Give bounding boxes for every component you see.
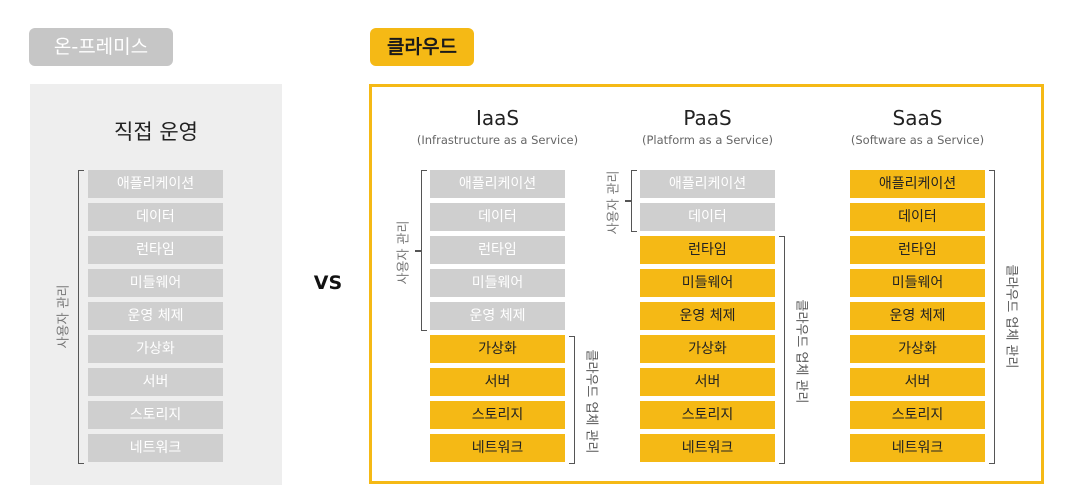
layer-user: 데이터 (88, 203, 223, 231)
layer-prov: 가상화 (850, 335, 985, 363)
layer-prov: 서버 (850, 368, 985, 396)
layer-user: 가상화 (88, 335, 223, 363)
onprem-user-bracket (78, 170, 84, 464)
onprem-user-label: 사용자 관리 (56, 284, 72, 349)
layer-user: 데이터 (430, 203, 565, 231)
paas-subtitle: (Platform as a Service) (641, 133, 774, 147)
vs-label: VS (313, 272, 343, 294)
layer-prov: 네트워크 (850, 434, 985, 462)
iaas-subtitle: (Infrastructure as a Service) (416, 133, 579, 147)
saas-title: SaaS (892, 106, 943, 130)
iaas-user-bracket (421, 170, 427, 331)
cloud-frame (369, 84, 1044, 484)
layer-user: 런타임 (88, 236, 223, 264)
paas-provider-bracket (779, 236, 785, 464)
paas-user-label: 사용자 관리 (606, 170, 622, 235)
layer-prov: 운영 체제 (640, 302, 775, 330)
layer-prov: 운영 체제 (850, 302, 985, 330)
layer-prov: 미들웨어 (640, 269, 775, 297)
layer-prov: 데이터 (850, 203, 985, 231)
saas-provider-bracket (989, 170, 995, 464)
iaas-title: IaaS (475, 106, 520, 130)
layer-prov: 스토리지 (640, 401, 775, 429)
layer-prov: 미들웨어 (850, 269, 985, 297)
layer-prov: 런타임 (640, 236, 775, 264)
layer-prov: 가상화 (640, 335, 775, 363)
saas-provider-label: 클라우드 업체 관리 (1003, 264, 1019, 369)
layer-prov: 가상화 (430, 335, 565, 363)
layer-prov: 서버 (640, 368, 775, 396)
layer-user: 운영 체제 (430, 302, 565, 330)
layer-user: 운영 체제 (88, 302, 223, 330)
cloud-tag: 클라우드 (370, 28, 474, 66)
saas-subtitle: (Software as a Service) (850, 133, 985, 147)
layer-user: 서버 (88, 368, 223, 396)
layer-user: 스토리지 (88, 401, 223, 429)
iaas-provider-label: 클라우드 업체 관리 (583, 349, 599, 454)
layer-prov: 서버 (430, 368, 565, 396)
layer-user: 런타임 (430, 236, 565, 264)
layer-user: 데이터 (640, 203, 775, 231)
onprem-title: 직접 운영 (114, 120, 198, 144)
layer-prov: 스토리지 (430, 401, 565, 429)
paas-provider-label: 클라우드 업체 관리 (793, 299, 809, 404)
paas-user-bracket (631, 170, 637, 232)
layer-prov: 네트워크 (640, 434, 775, 462)
layer-prov: 런타임 (850, 236, 985, 264)
paas-user-bracket-tick (625, 200, 631, 202)
layer-prov: 애플리케이션 (850, 170, 985, 198)
iaas-user-label: 사용자 관리 (396, 220, 412, 285)
iaas-user-bracket-tick (415, 250, 421, 252)
layer-user: 미들웨어 (88, 269, 223, 297)
layer-prov: 스토리지 (850, 401, 985, 429)
layer-user: 네트워크 (88, 434, 223, 462)
layer-user: 애플리케이션 (640, 170, 775, 198)
layer-user: 애플리케이션 (430, 170, 565, 198)
onprem-tag: 온-프레미스 (29, 28, 173, 66)
iaas-provider-bracket (569, 336, 575, 464)
paas-title: PaaS (683, 106, 732, 130)
layer-user: 미들웨어 (430, 269, 565, 297)
layer-prov: 네트워크 (430, 434, 565, 462)
layer-user: 애플리케이션 (88, 170, 223, 198)
